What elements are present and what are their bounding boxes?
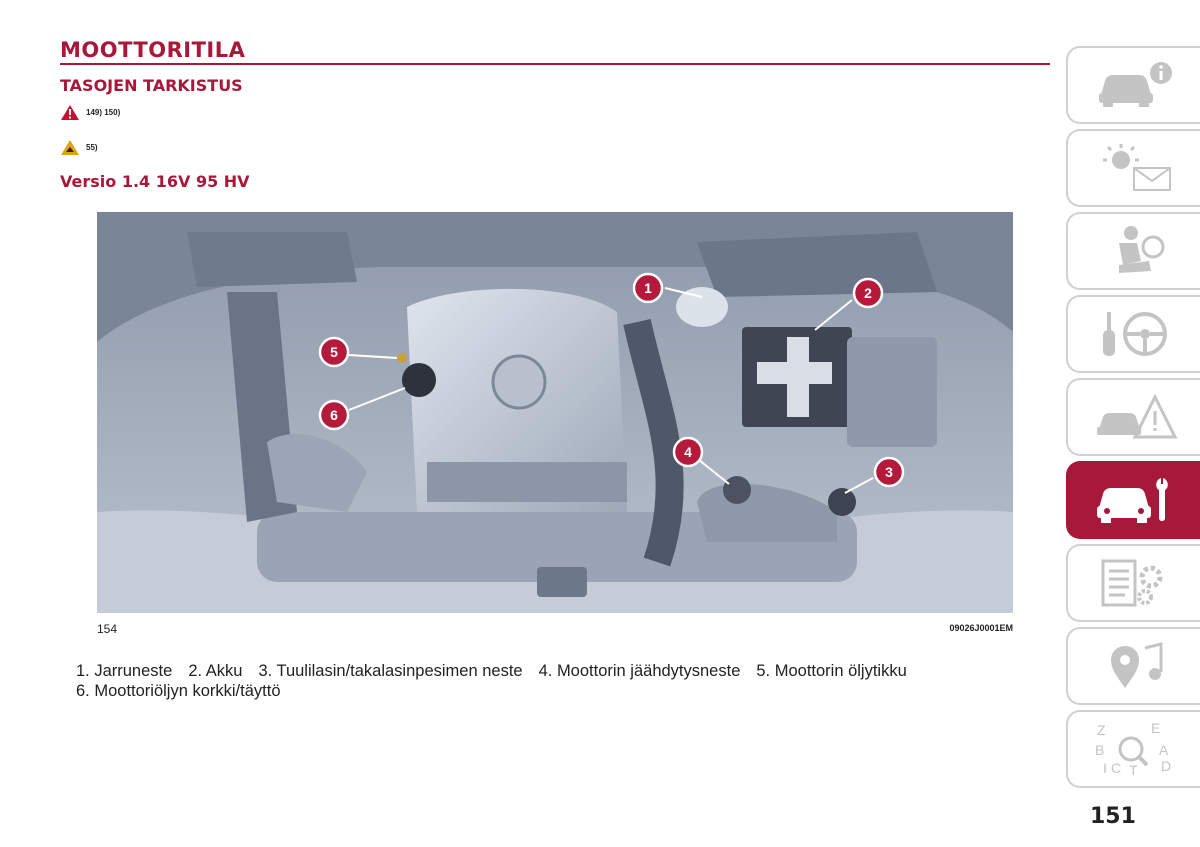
page-title: MOOTTORITILA	[60, 38, 246, 62]
figure-marker-5: 5	[318, 336, 398, 368]
multimedia-icon	[1111, 642, 1163, 688]
svg-text:A: A	[1159, 742, 1169, 758]
figure-marker-4: 4	[672, 436, 730, 485]
figure-marker-1: 1	[632, 272, 703, 304]
page-number: 151	[1090, 804, 1136, 829]
warning-triangle-icon	[61, 105, 79, 120]
legend-item: 6. Moottoriöljyn korkki/täyttö	[76, 682, 281, 700]
svg-text:B: B	[1095, 742, 1104, 758]
section-title: Versio 1.4 16V 95 HV	[60, 172, 250, 191]
svg-text:2: 2	[864, 285, 872, 301]
svg-text:3: 3	[885, 464, 893, 480]
caution-triangle-icon	[61, 140, 79, 155]
svg-text:1: 1	[644, 280, 652, 296]
data-gear-icon	[1101, 559, 1163, 607]
car-info-icon	[1099, 62, 1172, 107]
washer-fluid-cap	[828, 488, 856, 516]
figure-marker-3: 3	[844, 456, 905, 494]
caution-reference: 55)	[60, 139, 98, 156]
breakdown-warning-icon	[1097, 393, 1178, 439]
tab-dashboard[interactable]	[1066, 129, 1200, 207]
oil-filler-cap	[402, 363, 436, 397]
warning-reference: 149) 150)	[60, 104, 120, 121]
dashboard-light-envelope-icon	[1103, 144, 1171, 191]
figure-code: 09026J0001EM	[949, 623, 1013, 633]
key-steering-wheel-icon	[1103, 312, 1167, 356]
car-wrench-icon	[1097, 478, 1168, 523]
coolant-hose	[623, 318, 684, 567]
svg-text:C: C	[1111, 760, 1121, 776]
tab-emergency[interactable]	[1066, 378, 1200, 456]
title-rule	[60, 63, 1050, 65]
warning-reference-numbers: 149) 150)	[86, 108, 121, 117]
tab-technical-data[interactable]	[1066, 544, 1200, 622]
caution-reference-numbers: 55)	[86, 143, 98, 152]
svg-text:T: T	[1129, 762, 1138, 777]
svg-text:5: 5	[330, 344, 338, 360]
svg-text:I: I	[1103, 760, 1107, 776]
tab-starting-driving[interactable]	[1066, 295, 1200, 373]
legend-item: 5. Moottorin öljytikku	[756, 662, 907, 680]
airbag-seat-icon	[1119, 226, 1165, 273]
oil-dipstick	[397, 353, 407, 363]
figure-marker-2: 2	[814, 277, 884, 331]
legend-item: 1. Jarruneste	[76, 662, 173, 680]
tab-multimedia[interactable]	[1066, 627, 1200, 705]
svg-text:E: E	[1151, 721, 1160, 736]
fuse-box	[847, 337, 937, 447]
tab-car-info[interactable]	[1066, 46, 1200, 124]
legend-item: 2. Akku	[188, 662, 243, 680]
engine-bay-figure: 1 2 3 4 5 6	[97, 212, 1013, 613]
figure-number: 154	[97, 622, 118, 636]
svg-text:6: 6	[330, 407, 338, 423]
svg-text:Z: Z	[1097, 722, 1106, 738]
page-subtitle: TASOJEN TARKISTUS	[60, 76, 243, 95]
figure-marker-6: 6	[318, 387, 406, 431]
tab-servicing-maintenance[interactable]	[1066, 461, 1200, 539]
svg-text:D: D	[1161, 758, 1171, 774]
svg-text:4: 4	[684, 444, 692, 460]
figure-legend: 1. Jarruneste 2. Akku 3. Tuulilasin/takala…	[76, 661, 1036, 701]
legend-item: 3. Tuulilasin/takalasinpesimen neste	[258, 662, 523, 680]
tab-safety[interactable]	[1066, 212, 1200, 290]
legend-item: 4. Moottorin jäähdytysneste	[538, 662, 741, 680]
brake-fluid-reservoir	[676, 287, 728, 327]
